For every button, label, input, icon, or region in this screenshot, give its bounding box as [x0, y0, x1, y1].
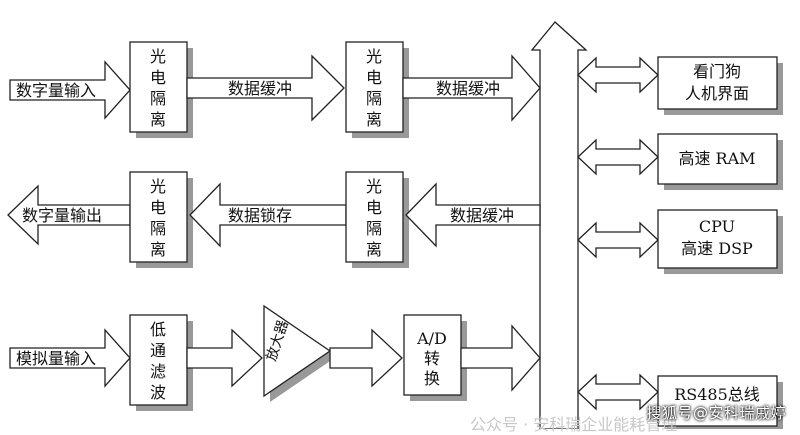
- opto-2-char-4: 离: [366, 110, 382, 129]
- label-data-buffer-3: 数据缓冲: [450, 206, 514, 225]
- opto-4-char-4: 离: [366, 240, 382, 259]
- arrow-digital-output: [7, 184, 131, 246]
- arrow-bus-watchdog: [577, 56, 659, 94]
- lowpass-char-3: 滤: [150, 362, 166, 381]
- block-watchdog-hmi: [657, 56, 778, 110]
- adc-line-3: 换: [424, 369, 440, 388]
- block-cpu-dsp: [657, 209, 778, 269]
- block-amplifier: [263, 304, 332, 398]
- opto-4-char-2: 电: [366, 198, 382, 217]
- opto-1-char-1: 光: [150, 47, 166, 66]
- label-data-buffer-2: 数据缓冲: [436, 79, 500, 98]
- label-ram: 高速 RAM: [678, 149, 755, 168]
- label-analog-input: 模拟量输入: [16, 349, 96, 368]
- arrow-bus-ram: [577, 138, 659, 176]
- arrow-data-buffer-2: [402, 54, 541, 122]
- label-watchdog: 看门狗: [693, 62, 741, 81]
- opto-1-char-2: 电: [150, 68, 166, 87]
- opto-3-char-2: 电: [150, 198, 166, 217]
- label-dsp: 高速 DSP: [681, 239, 753, 258]
- arrow-bus-cpu: [577, 221, 659, 259]
- opto-1-char-3: 隔: [150, 89, 166, 108]
- block-opto-isolation-2: [345, 41, 404, 133]
- opto-2-char-2: 电: [366, 68, 382, 87]
- block-opto-isolation-3: [129, 171, 188, 263]
- arrow-analog-input: [9, 328, 131, 388]
- lowpass-char-4: 波: [150, 383, 166, 402]
- watermark: 搜狐号@安科瑞戚婷: [646, 404, 786, 422]
- label-digital-input: 数字量输入: [16, 81, 96, 100]
- opto-3-char-1: 光: [150, 177, 166, 196]
- lowpass-char-1: 低: [150, 320, 166, 339]
- opto-4-char-3: 隔: [366, 219, 382, 238]
- arrow-amp-to-adc: [329, 328, 403, 388]
- arrow-data-buffer-3: [405, 182, 541, 248]
- arrow-data-latch: [189, 182, 347, 248]
- arrow-data-buffer-1: [186, 54, 345, 122]
- block-ad-converter: [403, 314, 462, 396]
- opto-3-char-4: 离: [150, 240, 166, 259]
- adc-line-2: 转: [424, 349, 440, 368]
- block-opto-isolation-4: [345, 171, 404, 263]
- adc-line-1: A/D: [416, 329, 447, 348]
- data-bus: [530, 21, 588, 429]
- label-hmi: 人机界面: [685, 84, 749, 103]
- label-cpu: CPU: [699, 217, 735, 236]
- block-rs485-bus: [657, 375, 778, 427]
- arrow-digital-input: [9, 60, 131, 120]
- opto-1-char-4: 离: [150, 110, 166, 129]
- opto-2-char-3: 隔: [366, 89, 382, 108]
- arrow-filter-to-amp: [186, 328, 263, 388]
- label-digital-output: 数字量输出: [22, 206, 102, 225]
- arrow-adc-to-bus: [460, 324, 541, 392]
- opto-3-char-3: 隔: [150, 219, 166, 238]
- label-rs485: RS485总线: [674, 385, 760, 404]
- label-data-buffer-1: 数据缓冲: [228, 79, 292, 98]
- opto-4-char-1: 光: [366, 177, 382, 196]
- block-high-speed-ram: [657, 133, 778, 185]
- label-data-latch: 数据锁存: [228, 206, 292, 225]
- lowpass-char-2: 通: [150, 341, 166, 360]
- opto-2-char-1: 光: [366, 47, 382, 66]
